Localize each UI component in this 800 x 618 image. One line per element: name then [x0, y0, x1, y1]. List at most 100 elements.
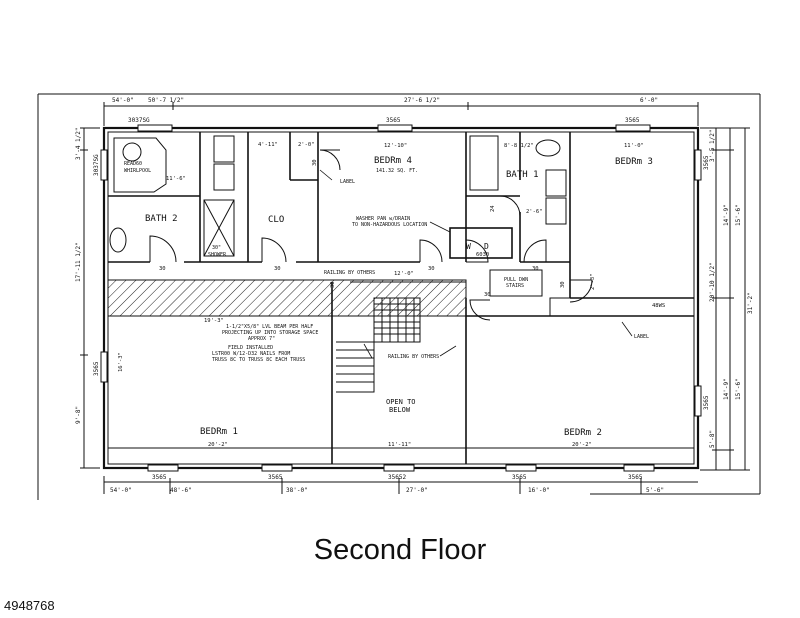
dim-right-1: 3'-5 1/2" — [709, 129, 716, 162]
door-size-30-g: 30 — [330, 281, 336, 288]
dim-top-2: 50'-7 1/2" — [148, 97, 184, 104]
window-tag-bottom-1: 3565 — [152, 474, 167, 481]
dim-bottom-6: 5'-6" — [646, 487, 664, 494]
door-size-30-b: 30 — [274, 266, 281, 272]
shower-x — [203, 199, 235, 257]
room-label-bedrm4: BEDRm 4 — [374, 156, 412, 166]
shower-label-2: SHOWER — [208, 252, 227, 258]
laundry-closet — [449, 227, 513, 259]
door-swing — [499, 195, 521, 217]
window — [137, 124, 173, 132]
shower-stall — [203, 199, 235, 257]
window — [623, 464, 655, 472]
door-swing — [469, 299, 491, 321]
window-tag-bottom-5: 3565 — [628, 474, 643, 481]
dim-left-3: 9'-8" — [75, 406, 82, 424]
sink-bath1-a — [545, 169, 567, 197]
toilet-bath1 — [535, 139, 561, 157]
stair-landing — [336, 341, 375, 393]
door-swing — [149, 235, 177, 263]
pull-stairs-label-2: STAIRS — [506, 283, 524, 289]
door-size-30-e: 30 — [484, 292, 491, 298]
washer-label: W — [466, 242, 471, 251]
dim-2-6: 2'-6" — [526, 209, 543, 215]
door-swing — [319, 149, 341, 171]
field-note-3: TRUSS 8C TO TRUSS 8C EACH TRUSS — [212, 357, 305, 363]
plan-caption: Second Floor — [313, 534, 487, 566]
window-tag-right-mid: 3565 — [703, 395, 710, 410]
door-size-30-a: 30 — [159, 266, 166, 272]
sink-2 — [213, 163, 235, 191]
door-size-30-h: 30 — [560, 281, 566, 288]
beam-note-2: PROJECTING UP INTO STORAGE SPACE — [222, 330, 318, 336]
window-tag-left: 3037SG — [93, 154, 100, 176]
door-swing — [569, 279, 593, 303]
room-label-bath2: BATH 2 — [145, 214, 178, 224]
dim-left-1: 3'-4 1/2" — [75, 127, 82, 160]
railing-note-bottom: RAILING BY OTHERS — [388, 354, 439, 360]
window-tag-right-top: 3565 — [703, 155, 710, 170]
window — [694, 149, 702, 181]
field-note-1: FIELD INSTALLED — [228, 345, 273, 351]
dim-right-2: 14'-9" — [723, 204, 730, 226]
window — [147, 464, 179, 472]
window-tag-top-right: 3565 — [625, 117, 640, 124]
dim-right-4: 20'-10 1/2" — [709, 262, 716, 302]
room-label-bath1: BATH 1 — [506, 170, 539, 180]
door-size-6030: 6030 — [476, 252, 489, 258]
washer-pan-note-1: WASHER PAN w/DRAIN — [356, 216, 410, 222]
dim-right-6: 14'-9" — [723, 378, 730, 400]
door-swing — [419, 239, 443, 263]
window — [377, 124, 413, 132]
dim-top-4: 6'-0" — [640, 97, 658, 104]
dim-24: 24 — [490, 205, 496, 212]
field-note-2: LSTR00 W/12-D32 NAILS FROM — [212, 351, 290, 357]
dim-20-2-a: 20'-2" — [208, 442, 228, 448]
dim-12-10: 12'-10" — [384, 143, 407, 149]
label-note-2: LABEL — [634, 334, 649, 340]
door-size-30-f: 30 — [312, 159, 318, 166]
railing-note-top: RAILING BY OTHERS — [324, 270, 375, 276]
beam-note-3: APPROX 7" — [248, 336, 275, 342]
dim-right-8: 5'-8" — [709, 430, 716, 448]
dim-bottom-5: 16'-0" — [528, 487, 550, 494]
dim-top-1: 54'-0" — [112, 97, 134, 104]
dim-left-2: 17'-11 1/2" — [75, 242, 82, 282]
window — [100, 149, 108, 181]
dim-2-3: 2'-3" — [590, 273, 596, 290]
dim-20-2-b: 20'-2" — [572, 442, 592, 448]
door-swing — [261, 237, 287, 263]
room-label-bedrm1: BEDRm 1 — [200, 427, 238, 437]
whirlpool-label-2: WHIRLPOOL — [124, 168, 151, 174]
door-swing — [465, 239, 489, 263]
dim-2-0: 2'-0" — [298, 142, 315, 148]
dim-bottom-1: 54'-0" — [110, 487, 132, 494]
dim-11-0: 11'-0" — [624, 143, 644, 149]
window-tag-bottom-4: 3565 — [512, 474, 527, 481]
beam-note-1: 1-1/2"X5/8" LVL BEAM PER HALF — [226, 324, 313, 330]
dim-4-11: 4'-11" — [258, 142, 278, 148]
floor-plan-drawing: BATH 2 CLO BEDRm 4 141.32 SQ. FT. BATH 1… — [37, 93, 761, 500]
door-size-30-c: 30 — [428, 266, 435, 272]
room-label-bedrm3: BEDRm 3 — [615, 157, 653, 167]
leader-line — [429, 221, 451, 233]
dryer-label: D — [484, 242, 489, 251]
whirlpool-drain — [122, 142, 142, 162]
window — [100, 351, 108, 383]
door-swing — [523, 239, 547, 263]
whirlpool-label-1: READ60 — [124, 161, 142, 167]
dim-8-8: 8'-8 1/2" — [504, 143, 534, 149]
window — [383, 464, 415, 472]
listing-id: 4948768 — [4, 598, 55, 613]
toilet-bath2 — [109, 227, 127, 253]
whirlpool-tub — [113, 137, 167, 193]
window — [505, 464, 537, 472]
window — [615, 124, 651, 132]
washer-pan-note-2: TO NON-HAZARDOUS LOCATION — [352, 222, 427, 228]
leader-line — [439, 345, 457, 357]
dim-12-0: 12'-0" — [394, 271, 414, 277]
leader-line — [621, 321, 633, 337]
dim-right-3: 15'-6" — [735, 204, 742, 226]
label-note-1: LABEL — [340, 179, 355, 185]
leader-line — [363, 343, 373, 359]
